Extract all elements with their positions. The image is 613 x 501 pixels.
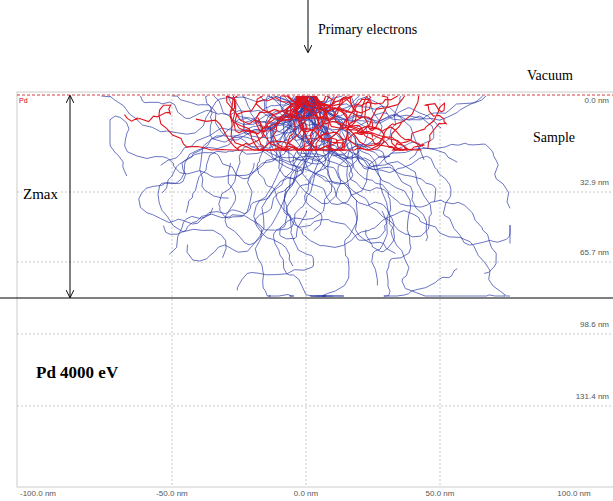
trajectory <box>196 96 304 150</box>
trajectory <box>307 96 398 150</box>
trajectory <box>295 96 431 237</box>
x-tick: 0.0 nm <box>294 490 318 499</box>
region-label: Sample <box>533 130 575 145</box>
trajectory <box>163 96 332 234</box>
trajectory <box>301 96 496 273</box>
trajectory <box>312 96 457 296</box>
grid-lines <box>17 95 613 487</box>
element-label: Pd <box>19 97 28 105</box>
electron-trajectories <box>101 96 510 296</box>
dimension-label: Zmax <box>22 186 59 203</box>
trajectory <box>281 96 301 103</box>
trajectory <box>101 96 297 138</box>
trajectory <box>227 96 310 134</box>
depth-line <box>0 297 613 298</box>
trajectory <box>230 96 298 150</box>
depth-tick: 0.0 nm <box>585 97 609 106</box>
depth-tick: 98.6 nm <box>580 321 609 330</box>
trajectory <box>230 96 319 150</box>
trajectory <box>274 96 344 296</box>
x-tick: -50.0 nm <box>156 490 188 499</box>
x-tick: 50.0 nm <box>426 490 455 499</box>
surface-line <box>17 95 613 96</box>
beam-arrow <box>308 0 309 52</box>
depth-tick: 131.4 nm <box>576 393 609 402</box>
depth-tick: 32.9 nm <box>580 179 609 188</box>
trajectory <box>297 96 506 296</box>
trajectory <box>110 96 321 177</box>
trajectory <box>297 96 510 208</box>
region-label: Vacuum <box>527 68 573 83</box>
zmax-arrow <box>70 96 71 297</box>
trajectory <box>302 96 483 123</box>
trajectory <box>273 96 408 150</box>
sample-title: Pd 4000 eV <box>36 364 118 383</box>
beam-label: Primary electrons <box>318 22 417 37</box>
trajectory <box>255 96 318 266</box>
x-tick: -100.0 nm <box>20 490 56 499</box>
plot-border <box>17 92 613 487</box>
depth-tick: 65.7 nm <box>580 249 609 258</box>
trajectory <box>139 96 332 224</box>
trajectory <box>303 96 424 150</box>
x-tick: 100.0 nm <box>557 490 590 499</box>
trajectory <box>314 96 418 145</box>
trajectory <box>297 96 384 150</box>
